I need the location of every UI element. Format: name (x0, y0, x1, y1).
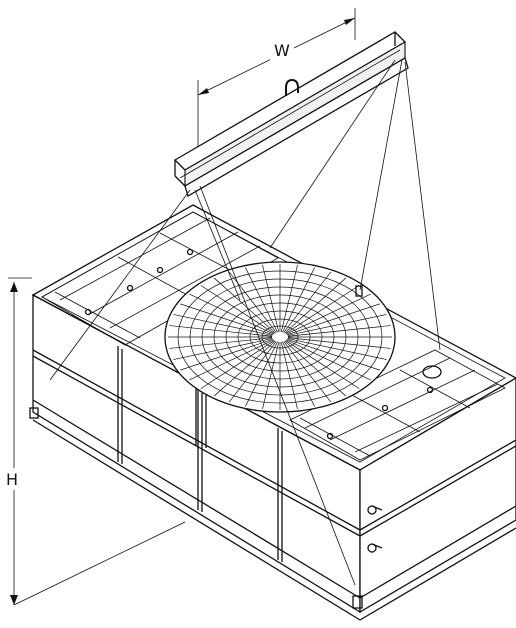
fan-grill-spoke (282, 267, 315, 333)
fan-grill-spoke (173, 338, 273, 360)
fan-grill-spoke (287, 338, 380, 371)
height-label: H (6, 470, 18, 489)
spreader-beam (173, 31, 409, 197)
fan-grill-spoke (173, 314, 273, 336)
fan-grill-spoke (287, 303, 380, 336)
hook-icon (285, 78, 299, 96)
fan-grill-spoke (245, 341, 278, 407)
fan-grill-spoke (284, 277, 347, 334)
height-dimension: H (4, 277, 186, 606)
fan-grill-spoke (287, 337, 391, 349)
width-dimension: W (197, 8, 356, 150)
width-label: W (274, 41, 290, 60)
fan-grill-spoke (169, 325, 273, 337)
fan-grill-spoke (189, 339, 274, 381)
rigging-cables (49, 59, 441, 586)
fan-grill-spoke (282, 341, 315, 407)
fan-grill-spoke (287, 314, 387, 336)
fan-grill-spoke (287, 338, 387, 360)
fan-grill-spoke (169, 337, 273, 349)
fan-grill-spoke (283, 341, 332, 403)
fan-grill-spoke (283, 271, 332, 333)
fan-grill-spoke (200, 340, 275, 389)
fan-grill-spoke (287, 325, 391, 337)
fan-grill-spoke (213, 277, 276, 334)
right-coil-section (289, 349, 506, 461)
fan-grill-spoke (245, 267, 278, 333)
fan-grill-spoke (285, 285, 360, 334)
fan-grill-spoke (286, 339, 371, 381)
fan-grill-spoke (262, 341, 280, 410)
fan-grill-spoke (284, 340, 347, 397)
fan-grill-spoke (189, 293, 274, 335)
fan-grill-spoke (213, 340, 276, 397)
fan-grill-spoke (180, 303, 273, 336)
fan-grill-spoke (286, 293, 371, 335)
fan-grill-spoke (285, 340, 360, 389)
fan-grill-spoke (200, 285, 275, 334)
fan-grill-icon (164, 261, 396, 413)
fan-grill-spoke (262, 264, 280, 333)
fan-grill-spoke (280, 341, 298, 410)
fan-grill-spoke (228, 341, 277, 403)
pipe-connection (367, 505, 383, 553)
fan-grill-spoke (280, 264, 298, 333)
fan-grill-spoke (180, 338, 273, 371)
